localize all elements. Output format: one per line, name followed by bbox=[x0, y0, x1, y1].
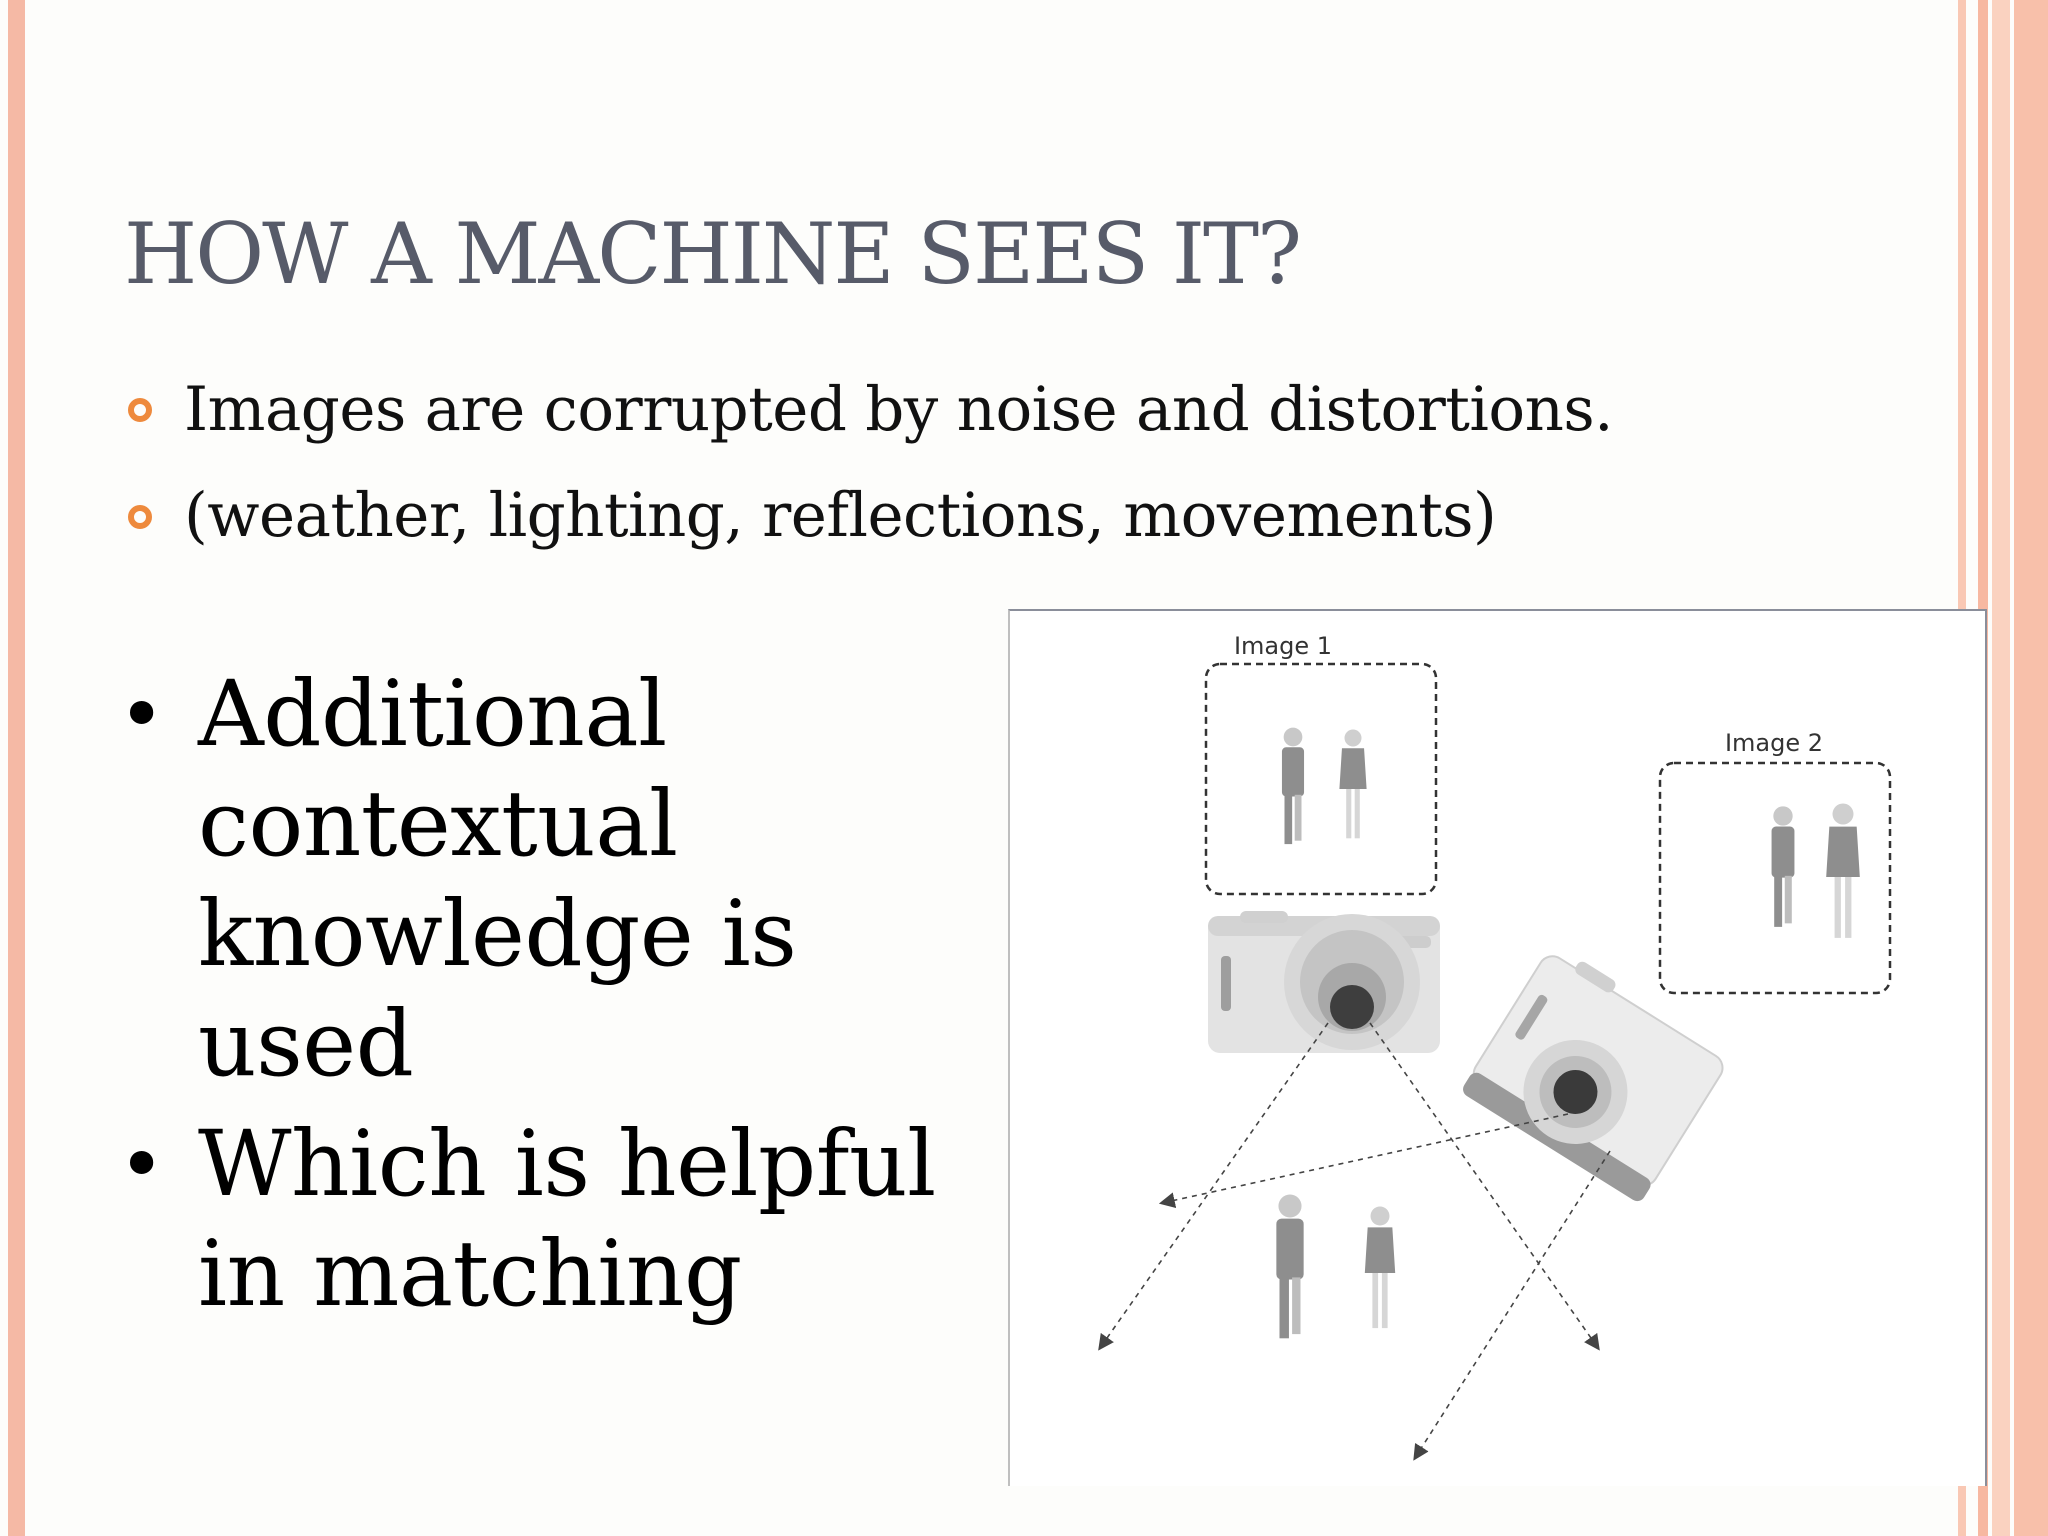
sub-bullet-noise: Images are corrupted by noise and distor… bbox=[184, 374, 1614, 445]
view-ray-lines bbox=[1098, 1022, 1611, 1461]
bullet-line: knowledge is bbox=[198, 882, 797, 987]
bullet-dot-icon: • bbox=[118, 668, 165, 761]
image1-frame bbox=[1204, 662, 1438, 896]
bullet-line: used bbox=[198, 992, 414, 1097]
person-icon bbox=[1771, 806, 1795, 927]
left-decorative-border bbox=[8, 0, 25, 1536]
person-icon bbox=[1276, 1194, 1304, 1339]
bullet-line: in matching bbox=[198, 1222, 742, 1327]
bullet-line: Which is helpful bbox=[198, 1112, 936, 1217]
camera1-icon bbox=[1208, 911, 1440, 1053]
main-bullet-context: • Additional contextual knowledge is use… bbox=[118, 660, 936, 1100]
bullet-dot-icon: • bbox=[118, 1118, 165, 1211]
slide-title: HOW A MACHINE SEES IT? bbox=[124, 205, 1302, 303]
bullet-line: Additional bbox=[198, 662, 667, 767]
image2-frame bbox=[1658, 761, 1892, 995]
main-bullet-matching: • Which is helpful in matching bbox=[118, 1110, 936, 1330]
sub-bullet-examples: (weather, lighting, reflections, movemen… bbox=[184, 480, 1497, 551]
ring-bullet-icon bbox=[128, 398, 152, 422]
image1-label: Image 1 bbox=[1234, 632, 1332, 660]
camera2-icon bbox=[1463, 955, 1724, 1202]
ring-bullet-icon bbox=[128, 505, 152, 529]
camera-matching-figure: Image 1 Image 2 bbox=[1008, 609, 1987, 1486]
person-icon bbox=[1364, 1206, 1396, 1329]
person-icon bbox=[1281, 727, 1305, 845]
bullet-line: contextual bbox=[198, 772, 678, 877]
right-decorative-stripe bbox=[2014, 0, 2048, 1536]
person-icon bbox=[1339, 729, 1367, 839]
main-bullet-list: • Additional contextual knowledge is use… bbox=[118, 660, 936, 1330]
person-icon bbox=[1826, 803, 1860, 938]
figure-illustration: Image 1 Image 2 bbox=[1098, 632, 1892, 1461]
right-decorative-stripe bbox=[1992, 0, 2010, 1536]
image2-label: Image 2 bbox=[1725, 729, 1823, 757]
